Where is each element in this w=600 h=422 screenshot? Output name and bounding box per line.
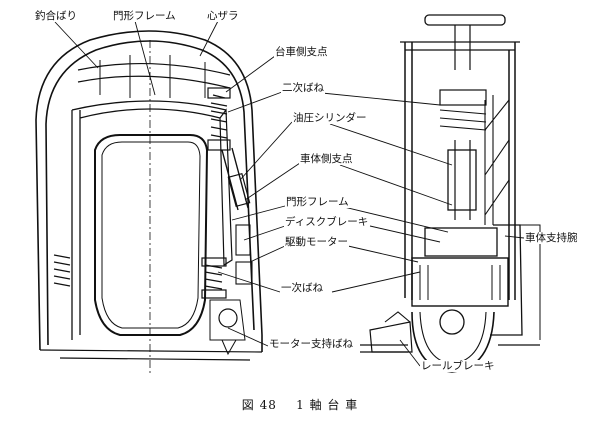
- label-primary-spring: 一次ばね: [280, 282, 324, 294]
- label-equalizer-beam: 釣合ばり: [34, 10, 78, 22]
- label-disc-brake: ディスクブレーキ: [284, 216, 370, 228]
- label-portal-frame-top: 門形フレーム: [112, 10, 177, 22]
- label-body-support-arm: 車体支持腕: [524, 232, 579, 244]
- label-hydraulic-cylinder: 油圧シリンダー: [292, 112, 368, 124]
- figure-number: 図 48: [241, 398, 277, 412]
- figure-caption: 図 48 1 軸 台 車: [0, 396, 600, 413]
- label-center-plate: 心ザラ: [206, 10, 240, 22]
- side-view: [360, 14, 541, 373]
- leader-lines: [54, 20, 525, 367]
- label-body-side-support: 車体側支点: [299, 153, 354, 165]
- label-portal-frame-side: 門形フレーム: [285, 196, 350, 208]
- label-drive-motor: 駆動モーター: [284, 236, 349, 248]
- label-bogie-side-support: 台車側支点: [274, 46, 329, 58]
- figure-title: 1 軸 台 車: [296, 398, 359, 412]
- label-motor-support-spring: モーター支持ばね: [268, 338, 354, 350]
- label-rail-brake: レールブレーキ: [420, 360, 496, 372]
- label-secondary-spring: 二次ばね: [281, 82, 325, 94]
- front-view: [35, 30, 263, 375]
